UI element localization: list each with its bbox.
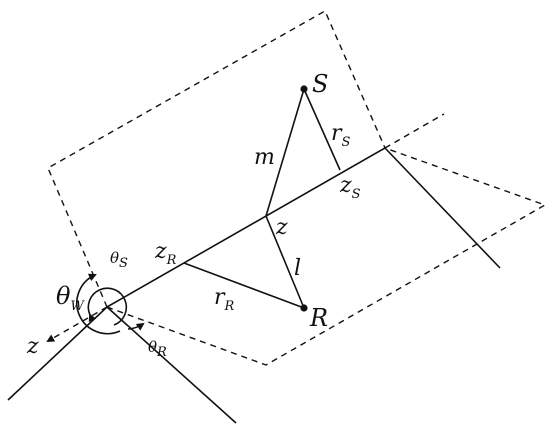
wedge-edge-extension xyxy=(384,113,445,149)
source-plane-dashed xyxy=(47,10,386,308)
wedge-face-left xyxy=(7,306,108,401)
source-point xyxy=(300,85,308,93)
receiver-plane-dashed xyxy=(106,147,547,366)
label-rr: rR xyxy=(214,285,235,314)
m-line xyxy=(265,88,305,217)
label-z-axis: z xyxy=(26,334,39,359)
receiver-point xyxy=(300,304,308,312)
label-l: l xyxy=(294,256,301,281)
label-theta-r: θR xyxy=(148,338,167,360)
label-theta-s: θS xyxy=(110,249,128,271)
label-zs: zS xyxy=(339,173,361,202)
theta-r-arc xyxy=(127,322,145,331)
wedge-edge-line xyxy=(106,147,386,308)
label-rs: rS xyxy=(331,121,351,150)
label-r: R xyxy=(309,304,328,332)
l-line xyxy=(265,215,305,309)
theta-w-arc xyxy=(76,273,121,335)
label-theta-w: θW xyxy=(56,282,85,314)
label-m: m xyxy=(254,145,275,170)
z-axis-arrow xyxy=(46,306,108,342)
wedge-face-right xyxy=(106,306,237,424)
rs-line xyxy=(303,88,341,171)
wedge-top-face xyxy=(384,147,501,269)
theta-s-arc xyxy=(87,287,128,326)
label-z-mid: z xyxy=(275,215,288,240)
rr-line xyxy=(183,262,305,309)
label-zr: zR xyxy=(154,239,177,268)
label-s: S xyxy=(312,70,328,98)
